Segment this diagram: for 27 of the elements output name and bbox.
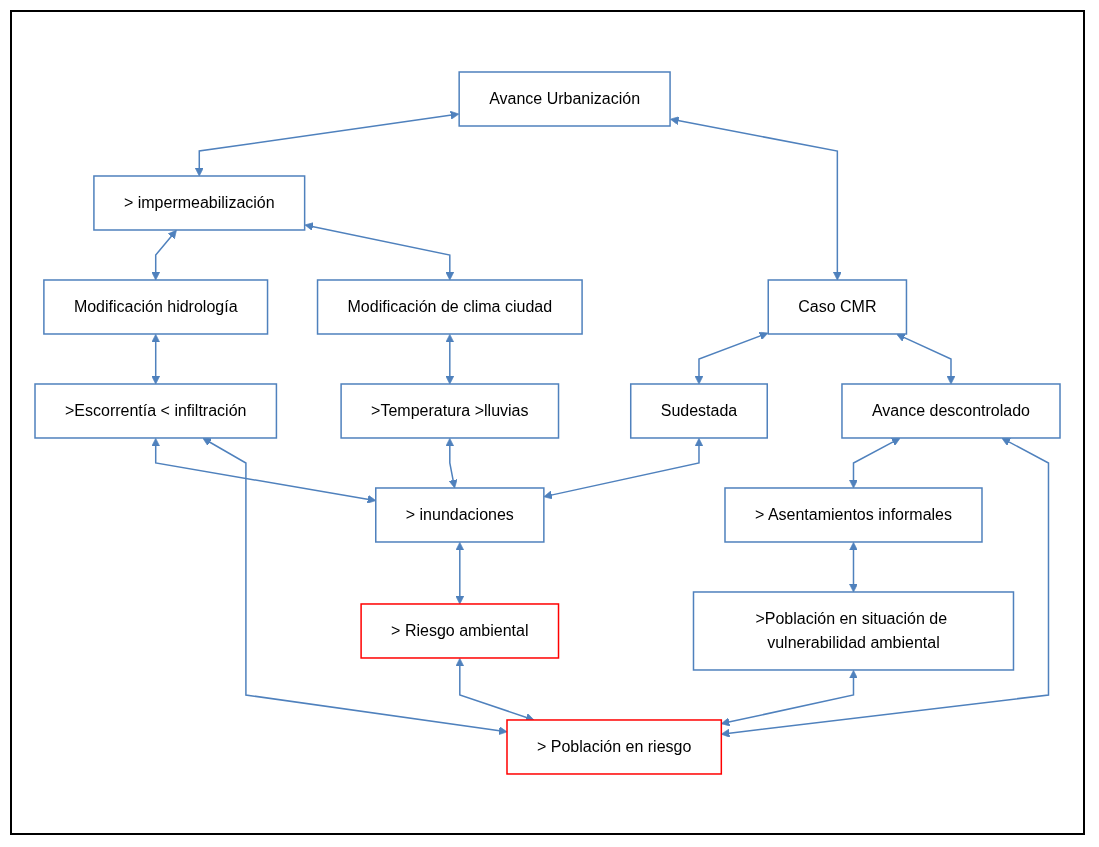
arrow [670,115,842,280]
arrow [304,221,455,280]
node-box: > inundaciones [375,486,545,543]
node-box: Caso CMR [767,278,908,335]
arrow [194,110,460,176]
node-box: >Población en situación de vulnerabilidad ambiental [692,590,1015,671]
arrow [445,437,458,488]
arrow [151,333,161,384]
node-box: > impermeabilización [93,174,306,231]
node-box: >Temperatura >lluvias [340,382,560,439]
arrow [543,437,704,499]
node-box: Modificación hidrología [43,278,269,335]
arrow [849,437,901,488]
node-box: > Asentamientos informales [724,486,983,543]
node-box: Avance Urbanización [458,70,671,127]
node-box: > Riesgo ambiental [360,602,560,659]
node-box: Modificación de clima ciudad [316,278,583,335]
arrow [151,229,177,280]
arrow [694,331,769,384]
node-box: Sudestada [629,382,768,439]
node-box: > Población en riesgo [506,718,723,775]
node-box: Avance descontrolado [841,382,1061,439]
arrow [445,333,455,384]
arrow [896,332,956,384]
arrow [455,541,465,604]
arrow [849,541,858,592]
node-box: >Escorrentía < infiltración [34,382,278,439]
